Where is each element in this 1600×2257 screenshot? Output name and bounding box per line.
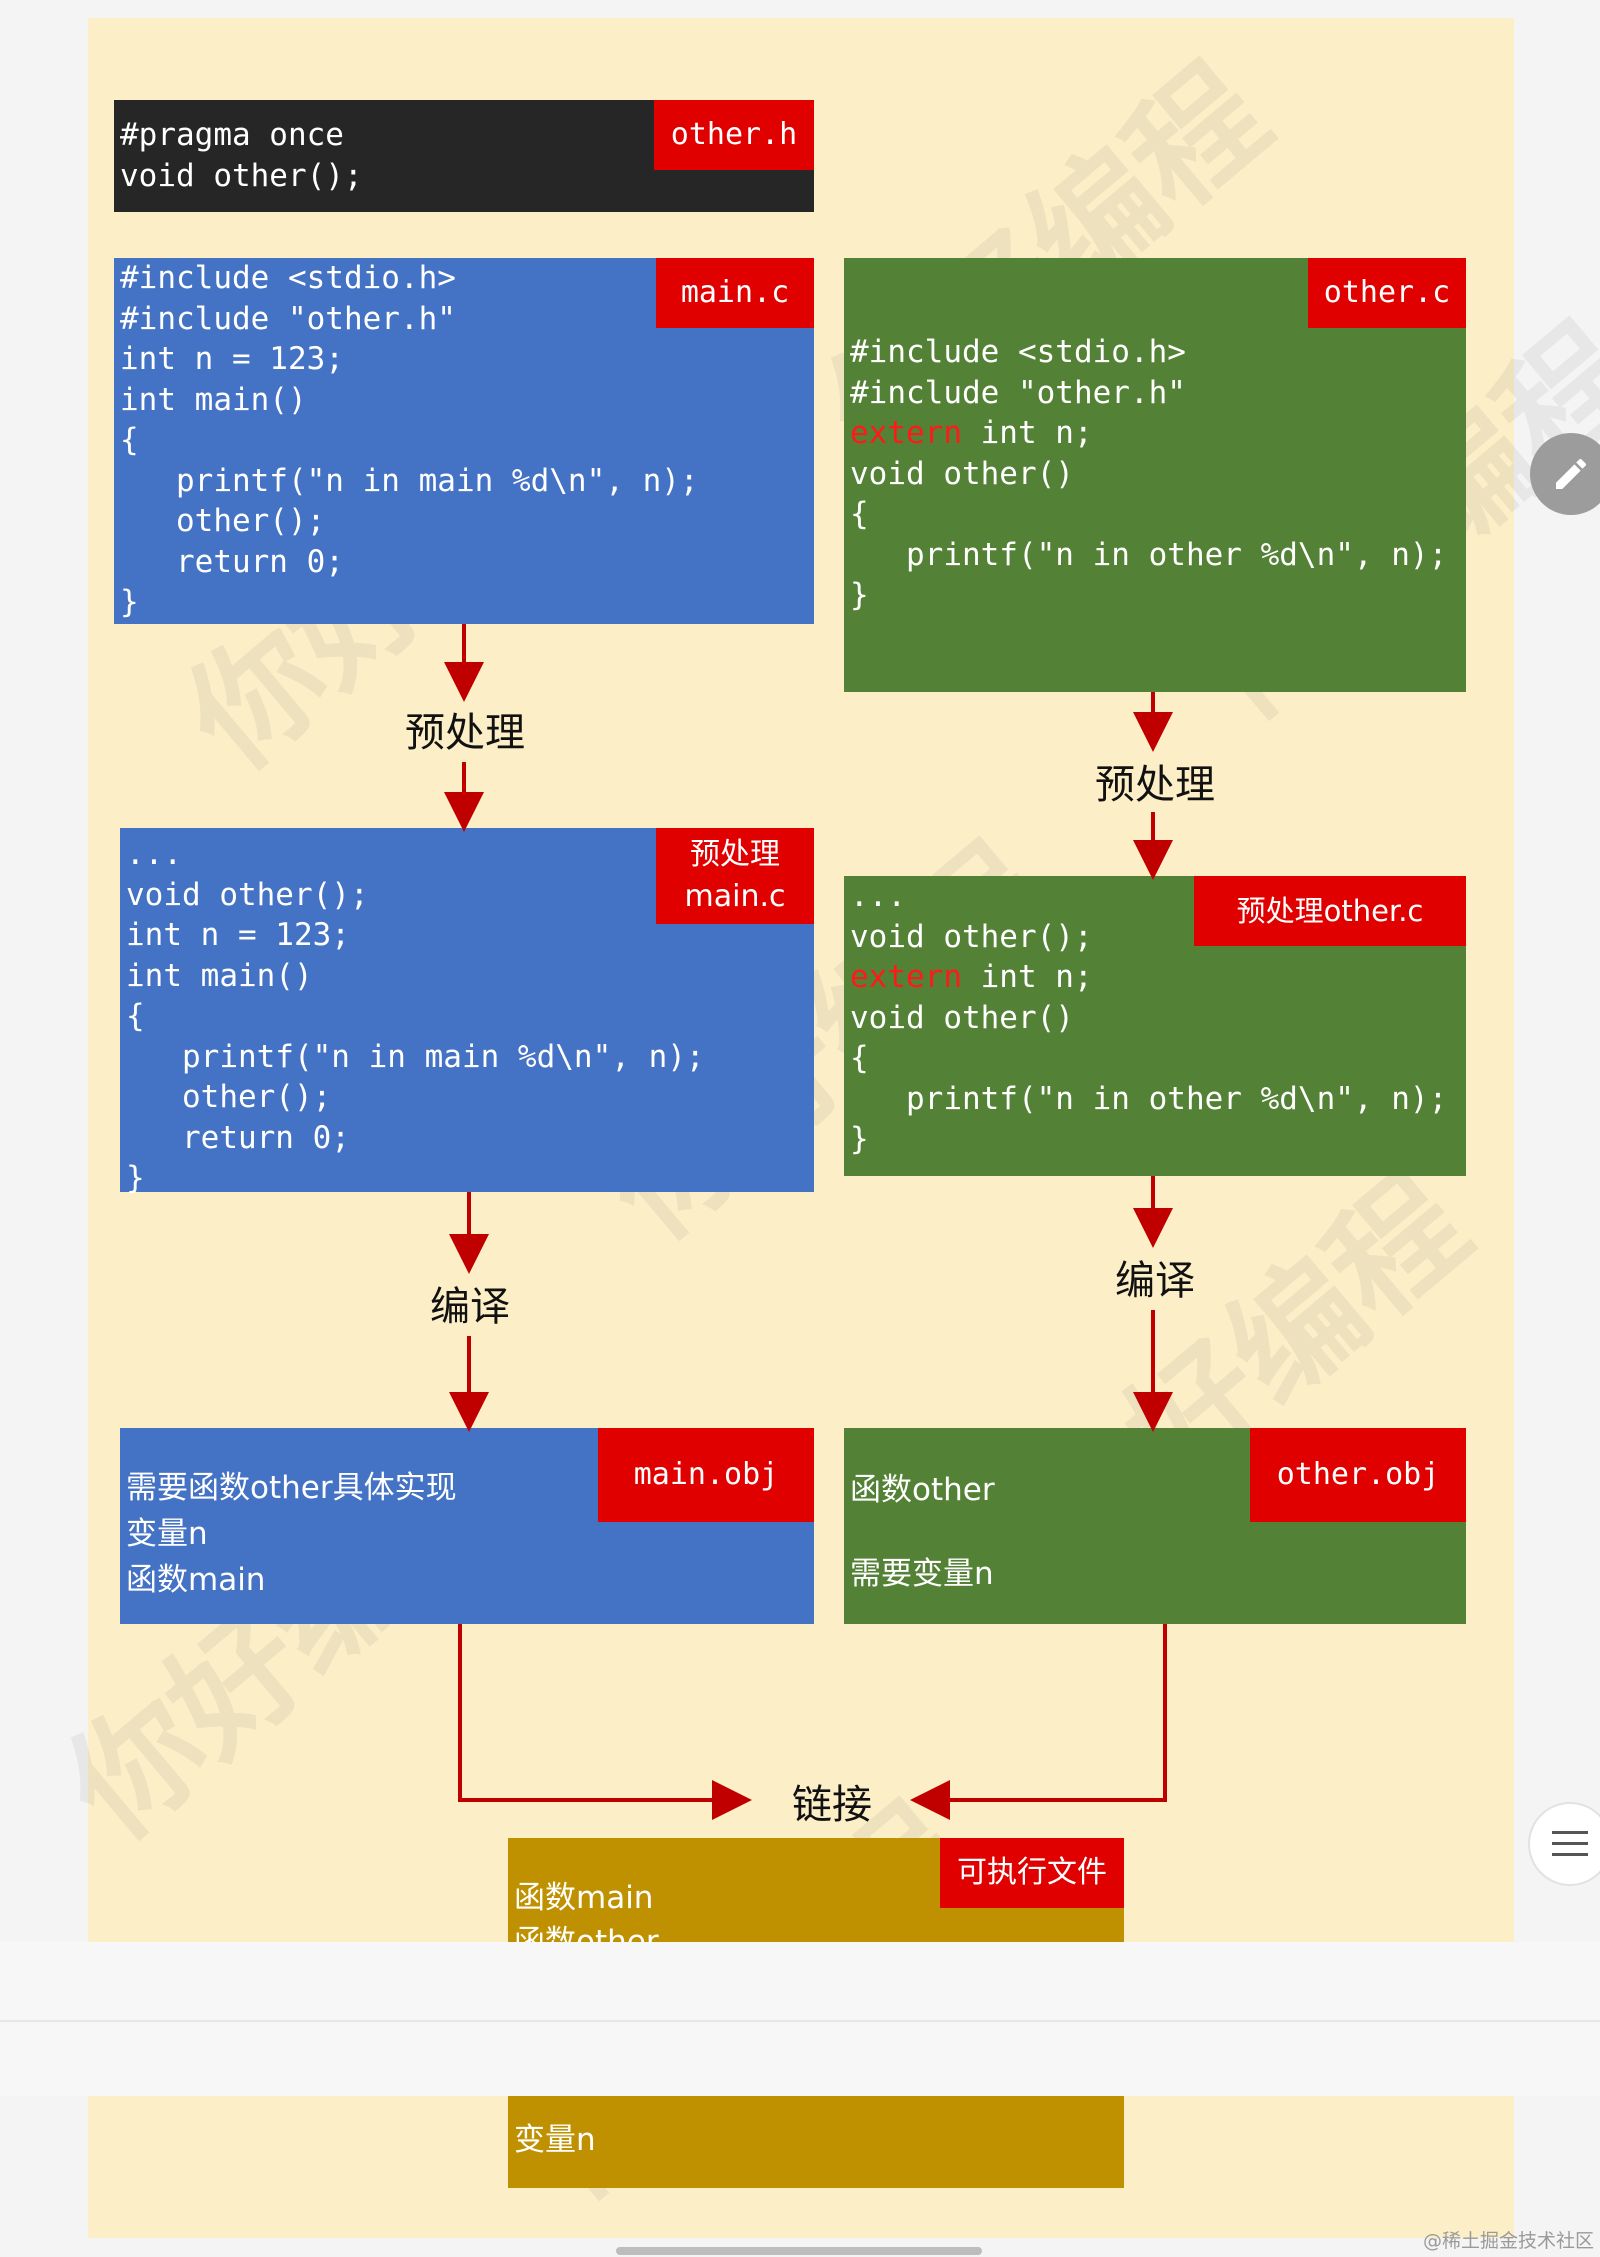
menu-button[interactable] xyxy=(1528,1802,1600,1886)
step-compile-main: 编译 xyxy=(430,1284,510,1330)
arrow-main-obj-to-link xyxy=(458,1624,752,1820)
other-obj-tag: other.obj xyxy=(1250,1428,1466,1522)
step-link: 链接 xyxy=(792,1782,872,1828)
main-obj-box: 需要函数other具体实现 变量n 函数main main.obj xyxy=(120,1428,814,1624)
executable-line-3: 变量n xyxy=(514,2122,596,2158)
main-c-tag: main.c xyxy=(656,258,814,328)
preprocessed-other-tag: 预处理other.c xyxy=(1194,876,1466,946)
main-obj-line-2: 变量n xyxy=(126,1516,208,1552)
extern-keyword: extern xyxy=(850,959,962,995)
step-preprocess-other: 预处理 xyxy=(1095,762,1215,808)
executable-line-2: 函数other xyxy=(514,1924,659,1942)
executable-tag: 可执行文件 xyxy=(940,1838,1124,1908)
other-c-box: #include <stdio.h> #include "other.h" ex… xyxy=(844,258,1466,692)
pencil-icon xyxy=(1556,458,1587,489)
main-obj-line-1: 需要函数other具体实现 xyxy=(126,1470,457,1506)
executable-box-bottom: 变量n xyxy=(508,2096,1124,2188)
executable-line-1: 函数main xyxy=(514,1880,654,1916)
source-credit: @稀土掘金技术社区 xyxy=(1422,2230,1594,2252)
preprocessed-main-code: ... void other(); int n = 123; int main(… xyxy=(126,836,705,1196)
scrollbar[interactable] xyxy=(616,2247,982,2255)
edit-button[interactable] xyxy=(1530,433,1600,515)
preprocessed-main-tag: 预处理 main.c xyxy=(656,828,814,924)
page-gap xyxy=(0,1942,1600,2096)
step-preprocess-main: 预处理 xyxy=(405,710,525,756)
page-divider xyxy=(0,2020,1600,2022)
other-h-box: #pragma once void other(); other.h xyxy=(114,100,814,212)
other-h-tag: other.h xyxy=(654,100,814,170)
step-compile-other: 编译 xyxy=(1115,1258,1195,1304)
preprocessed-other-box: ... void other(); extern int n; void oth… xyxy=(844,876,1466,1176)
other-obj-line-1: 函数other xyxy=(850,1472,995,1508)
main-c-code: #include <stdio.h> #include "other.h" in… xyxy=(120,260,699,620)
executable-box-top: 函数main 函数other 可执行文件 xyxy=(508,1838,1124,1942)
main-obj-tag: main.obj xyxy=(598,1428,814,1522)
other-obj-line-2: 需要变量n xyxy=(850,1556,994,1592)
other-obj-box: 函数other 需要变量n other.obj xyxy=(844,1428,1466,1624)
main-c-box: #include <stdio.h> #include "other.h" in… xyxy=(114,258,814,624)
menu-icon xyxy=(1552,1831,1588,1856)
extern-keyword: extern xyxy=(850,415,962,451)
main-obj-line-3: 函数main xyxy=(126,1562,266,1598)
other-c-code: #include <stdio.h> #include "other.h" ex… xyxy=(850,334,1448,613)
preprocessed-main-box: ... void other(); int n = 123; int main(… xyxy=(120,828,814,1196)
preprocessed-other-code: ... void other(); extern int n; void oth… xyxy=(850,878,1448,1157)
arrow-other-obj-to-link xyxy=(910,1624,1167,1820)
other-h-code: #pragma once void other(); xyxy=(120,117,363,194)
other-c-tag: other.c xyxy=(1308,258,1466,328)
